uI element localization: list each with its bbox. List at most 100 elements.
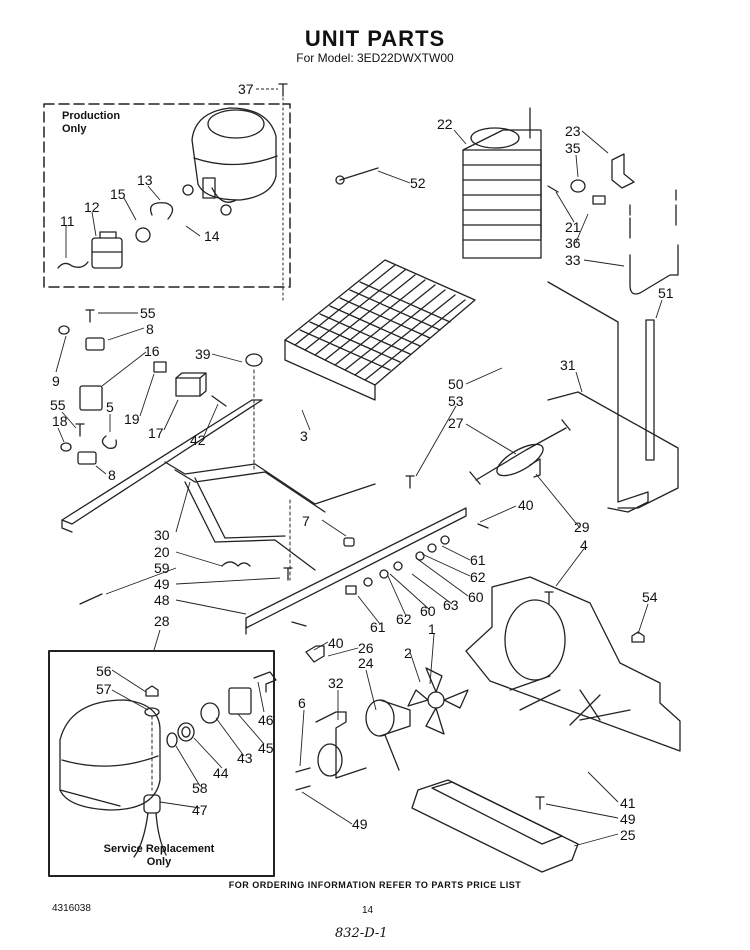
- callout-2: 2: [404, 645, 412, 661]
- bolt-49a: [283, 567, 293, 581]
- screws-6-49: [295, 767, 311, 791]
- clip-29: [529, 458, 541, 478]
- wire-13: [149, 202, 174, 220]
- solenoid-17: [175, 372, 207, 397]
- clip-20: [221, 561, 251, 567]
- callout-7: 7: [302, 513, 310, 529]
- nut-54: [631, 631, 645, 643]
- document-number: 4316038: [52, 903, 91, 914]
- callout-24: 24: [358, 655, 374, 671]
- callout-47: 47: [192, 802, 208, 818]
- clamp-8b: [77, 451, 97, 465]
- block-19: [153, 361, 167, 373]
- callout-19: 19: [124, 411, 140, 427]
- callout-4: 4: [580, 537, 588, 553]
- callout-32: 32: [328, 675, 344, 691]
- service-replacement-note: Service Replacement Only: [94, 843, 224, 869]
- screw-49c: [535, 796, 545, 810]
- callout-1: 1: [428, 621, 436, 637]
- callout-13: 13: [137, 172, 153, 188]
- production-note-line2: Only: [62, 123, 87, 135]
- tube-52: [335, 167, 379, 185]
- pin-21: [547, 185, 559, 193]
- bolt-37: [278, 83, 288, 301]
- handwritten-reference: 832-D-1: [335, 926, 388, 941]
- callout-8-lower: 8: [108, 467, 116, 483]
- callout-8-upper: 8: [146, 321, 154, 337]
- callout-18: 18: [52, 413, 68, 429]
- callout-30: 30: [154, 527, 170, 543]
- callout-39: 39: [195, 346, 211, 362]
- callout-58: 58: [192, 780, 208, 796]
- clip-36: [592, 195, 606, 205]
- callout-17: 17: [148, 425, 164, 441]
- tube-51: [645, 319, 655, 461]
- drain-pan-25: [411, 779, 579, 873]
- page-number: 14: [362, 905, 374, 916]
- production-only-note: Production Only: [62, 110, 120, 136]
- callout-20: 20: [154, 544, 170, 560]
- callout-54: 54: [642, 589, 658, 605]
- grommet-9: [58, 325, 70, 335]
- spacers-60-63: [345, 535, 450, 595]
- callout-6: 6: [298, 695, 306, 711]
- compressor-service: [59, 699, 161, 811]
- callout-49-mid: 49: [154, 576, 170, 592]
- nut-56: [145, 685, 159, 697]
- production-note-line1: Production: [62, 110, 121, 122]
- production-only-box: [43, 103, 291, 288]
- fuse-42: [211, 395, 227, 407]
- callout-62-right: 62: [470, 569, 486, 585]
- callout-57: 57: [96, 681, 112, 697]
- accumulator-27: [469, 419, 571, 485]
- callout-3: 3: [300, 428, 308, 444]
- drier-33: [629, 189, 679, 295]
- callout-14: 14: [204, 228, 220, 244]
- callout-41: 41: [620, 795, 636, 811]
- callout-40-lower: 40: [328, 635, 344, 651]
- compressor-production: [182, 107, 278, 216]
- callout-61-left: 61: [370, 619, 386, 635]
- callout-50: 50: [448, 376, 464, 392]
- callout-9: 9: [52, 373, 60, 389]
- callout-60-right: 60: [468, 589, 484, 605]
- callout-28: 28: [154, 613, 170, 629]
- callout-37: 37: [238, 81, 254, 97]
- clamp-8a: [85, 337, 105, 351]
- ordering-note: FOR ORDERING INFORMATION REFER TO PARTS …: [228, 880, 522, 890]
- page-title: UNIT PARTS: [304, 26, 446, 51]
- callout-27: 27: [448, 415, 464, 431]
- screw-55b: [75, 423, 85, 437]
- evaporator-22: [462, 107, 542, 259]
- callout-36: 36: [565, 235, 581, 251]
- motor-bracket-32: [315, 711, 367, 779]
- callout-55-upper: 55: [140, 305, 156, 321]
- callout-11: 11: [60, 213, 75, 229]
- callout-56: 56: [96, 663, 112, 679]
- callout-53: 53: [448, 393, 464, 409]
- clip-11: [57, 261, 89, 269]
- screw-40b: [291, 621, 307, 627]
- ring-44: [177, 722, 195, 742]
- bracket-26: [305, 645, 325, 663]
- heater-bracket-23: [611, 153, 635, 189]
- condenser-3: [284, 259, 476, 401]
- clip-5: [101, 435, 117, 449]
- clip-53: [405, 475, 415, 489]
- callout-43: 43: [237, 750, 253, 766]
- fan-blade: [407, 667, 469, 735]
- callout-22: 22: [437, 116, 453, 132]
- grommet-18: [60, 442, 72, 452]
- callout-59: 59: [154, 560, 170, 576]
- callout-35: 35: [565, 140, 581, 156]
- service-note-line1: Service Replacement: [103, 843, 215, 855]
- clip-46: [253, 671, 277, 693]
- callout-15: 15: [110, 186, 126, 202]
- cap-35: [570, 179, 586, 193]
- callout-5: 5: [106, 399, 114, 415]
- callout-31: 31: [560, 357, 576, 373]
- callout-55-lower: 55: [50, 397, 66, 413]
- callout-60-left: 60: [420, 603, 436, 619]
- callout-49-lower: 49: [352, 816, 368, 832]
- callout-44: 44: [213, 765, 229, 781]
